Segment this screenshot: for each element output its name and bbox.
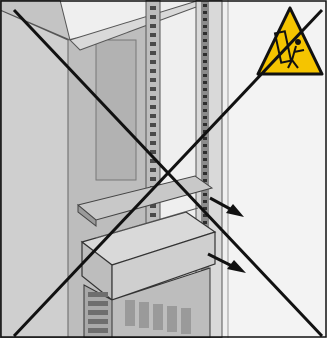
rear-bracket [96,40,136,180]
